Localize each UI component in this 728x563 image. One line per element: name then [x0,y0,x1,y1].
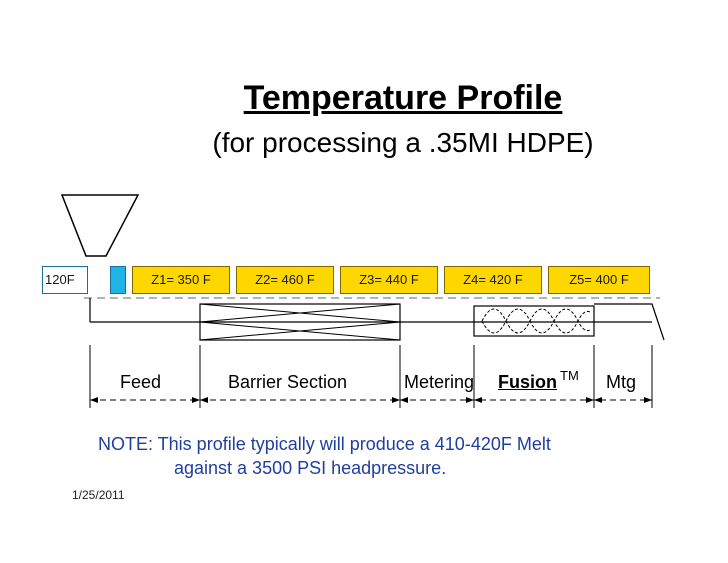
section-label-feed: Feed [120,372,162,392]
barrier-flight-4 [199,321,401,341]
section-label-barrier: Barrier Section [228,372,348,392]
section-label-fusion: Fusion [498,372,557,392]
note-line-1: NOTE: This profile typically will produc… [98,434,551,454]
trademark-mark: TM [560,368,579,383]
feed-throat-temp: 120F [42,266,88,294]
note-line-2: against a 3500 PSI headpressure. [174,458,447,478]
zone-3-temp: Z3= 440 F [340,266,438,294]
fusion-section-outline [473,305,595,337]
zone-5-temp: Z5= 400 F [548,266,650,294]
page-title: Temperature Profile [243,79,563,117]
page-subtitle: (for processing a .35MI HDPE) [212,127,594,158]
zone-4-temp: Z4= 420 F [444,266,542,294]
screw-tip [594,303,665,341]
section-label-mtg: Mtg [606,372,637,392]
feed-throat-cooling-block [110,266,126,294]
zone-1-temp: Z1= 350 F [132,266,230,294]
fusion-wave-1 [481,308,591,334]
date-stamp: 1/25/2011 [72,488,125,502]
section-label-metering: Metering [404,372,475,392]
hopper [60,194,140,257]
fusion-wave-2 [481,308,591,334]
zone-2-temp: Z2= 460 F [236,266,334,294]
dimension-arrows [90,397,652,403]
barrier-flight-3 [199,303,401,323]
